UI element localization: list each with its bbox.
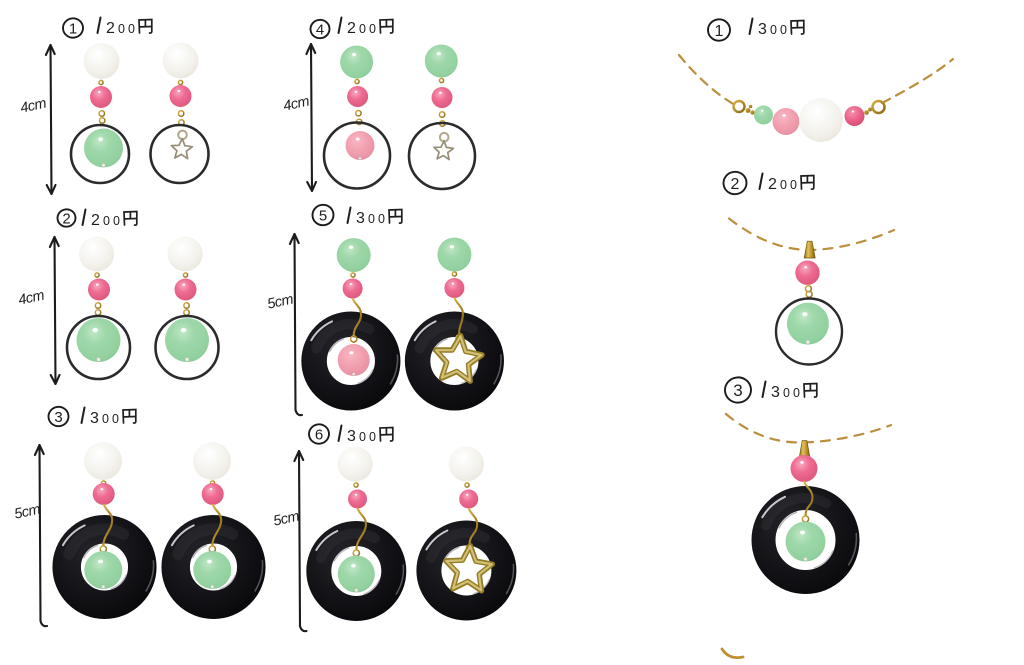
svg-text:0: 0 (369, 22, 376, 36)
svg-text:0: 0 (378, 212, 385, 226)
svg-text:0: 0 (780, 178, 787, 192)
svg-text:3: 3 (758, 21, 767, 38)
svg-text:0: 0 (793, 386, 800, 400)
svg-text:0: 0 (128, 22, 135, 36)
svg-text:5cm: 5cm (266, 291, 295, 312)
svg-text:3: 3 (733, 381, 742, 400)
svg-text:5: 5 (319, 207, 327, 224)
svg-text:4cm: 4cm (282, 93, 311, 114)
svg-text:1: 1 (715, 23, 724, 40)
svg-text:2: 2 (62, 210, 70, 227)
svg-text:0: 0 (103, 214, 110, 228)
svg-text:3: 3 (54, 409, 62, 426)
svg-text:3: 3 (90, 410, 99, 427)
svg-text:0: 0 (112, 412, 119, 426)
svg-text:0: 0 (113, 214, 120, 228)
svg-text:6: 6 (315, 426, 323, 443)
svg-text:2: 2 (106, 20, 115, 37)
svg-text:4: 4 (316, 21, 324, 38)
svg-text:0: 0 (359, 22, 366, 36)
svg-text:4cm: 4cm (19, 95, 48, 116)
svg-text:5cm: 5cm (13, 501, 42, 522)
svg-text:0: 0 (780, 23, 787, 37)
svg-text:3: 3 (771, 384, 780, 401)
svg-text:0: 0 (368, 212, 375, 226)
svg-text:2: 2 (347, 20, 356, 37)
svg-text:0: 0 (118, 22, 125, 36)
svg-text:2: 2 (91, 212, 100, 229)
svg-text:0: 0 (770, 23, 777, 37)
svg-text:0: 0 (369, 430, 376, 444)
svg-text:0: 0 (102, 412, 109, 426)
svg-text:0: 0 (359, 430, 366, 444)
svg-text:0: 0 (783, 386, 790, 400)
svg-text:3: 3 (347, 428, 356, 445)
svg-text:2: 2 (731, 176, 740, 193)
svg-text:5cm: 5cm (272, 508, 301, 529)
svg-text:0: 0 (790, 178, 797, 192)
svg-text:4cm: 4cm (17, 287, 46, 308)
svg-text:1: 1 (69, 20, 77, 37)
svg-text:3: 3 (356, 210, 365, 227)
svg-text:2: 2 (768, 176, 777, 193)
